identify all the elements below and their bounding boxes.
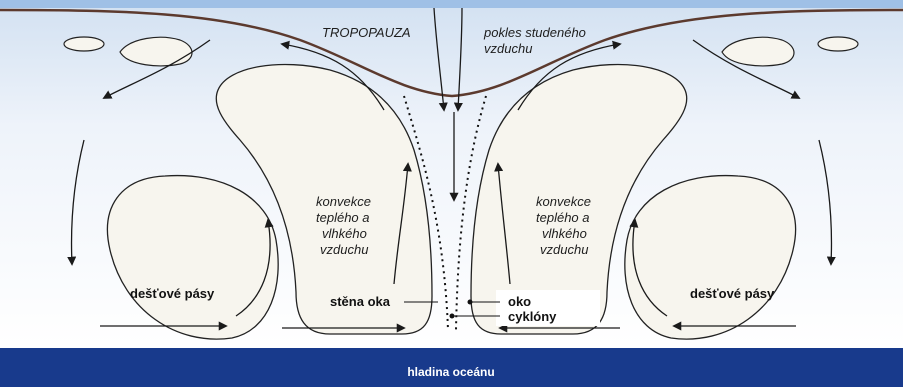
tropopause-label: TROPOPAUZA — [322, 25, 411, 40]
eyewall-label: stěna oka — [330, 294, 391, 309]
rainband-spiral-arrow-right — [629, 218, 668, 317]
rainband-spiral-arrow-left — [235, 218, 274, 317]
upper-cloud-left-small — [63, 36, 105, 52]
eyewall-cloud-left — [215, 63, 433, 335]
convection-left-line1: konvekce — [316, 194, 371, 209]
rainbands-left-label: dešťové pásy — [130, 286, 215, 301]
convection-arrow-right — [494, 162, 511, 285]
eye-label-box — [496, 290, 600, 326]
convection-arrow-left — [393, 162, 412, 285]
upper-curve-arrow-right — [692, 39, 801, 99]
convection-right-line1: konvekce — [536, 194, 591, 209]
eye-label-line2: cyklóny — [508, 309, 557, 324]
side-descending-arrow-left — [67, 139, 85, 266]
convection-left-line3: vlhkého — [322, 226, 367, 241]
eye-boundary-left — [403, 95, 449, 331]
outflow-arrow-left — [280, 40, 385, 111]
ocean-surface-label: hladina oceánu — [407, 365, 494, 379]
eyewall-cloud-right — [470, 63, 688, 335]
tropopause-line — [0, 8, 903, 98]
eye-leader-dot-1 — [467, 299, 473, 305]
convection-left-line2: teplého a — [316, 210, 370, 225]
sinking-air-arrow-2 — [453, 7, 463, 112]
upper-cloud-right-large — [721, 36, 795, 67]
convection-left-line4: vzduchu — [320, 242, 368, 257]
upper-curve-arrow-left — [102, 39, 211, 99]
top-frame-band — [0, 0, 903, 8]
convection-right-line3: vlhkého — [542, 226, 587, 241]
rainbands-right-label: dešťové pásy — [690, 286, 775, 301]
side-descending-arrow-right — [818, 139, 836, 266]
sinking-air-arrow-1 — [433, 7, 448, 112]
eye-leader-dot-2 — [449, 313, 455, 319]
rainband-cloud-right — [624, 174, 797, 340]
convection-right-line2: teplého a — [536, 210, 590, 225]
rainband-cloud-left — [106, 174, 279, 340]
cold-air-label-line1: pokles studeného — [483, 25, 586, 40]
convection-right-line4: vzduchu — [540, 242, 588, 257]
ocean-surface — [0, 348, 903, 387]
upper-cloud-right-small — [817, 36, 859, 52]
eye-label-line1: oko — [508, 294, 531, 309]
cold-air-label-line2: vzduchu — [484, 41, 532, 56]
outflow-arrow-right — [517, 40, 622, 111]
